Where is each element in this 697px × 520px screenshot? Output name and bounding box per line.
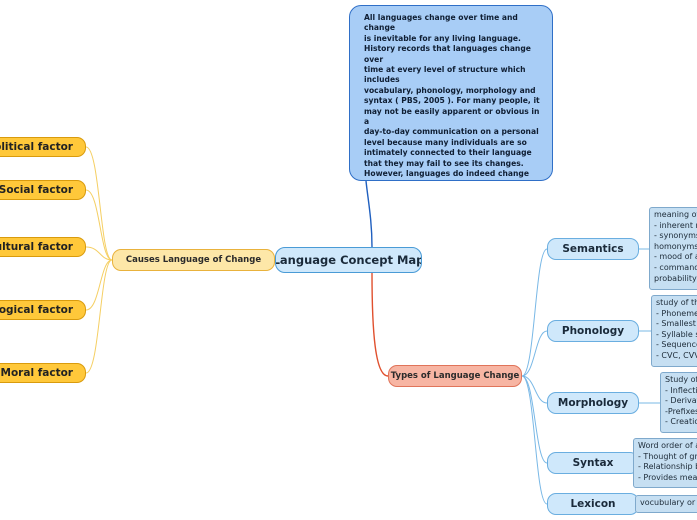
desc-line: - Derivati (665, 396, 697, 406)
central-topic[interactable]: Language Concept Map (275, 247, 422, 273)
summary-note[interactable]: All languages change over time and chang… (349, 5, 553, 181)
desc-line: - Inflectio (665, 385, 697, 395)
desc-line: - Provides mean (638, 472, 697, 482)
link-types-phonology (521, 330, 548, 377)
link-central-note (365, 180, 373, 248)
link-types-syntax (521, 375, 548, 464)
type-phonology[interactable]: Phonology (547, 320, 639, 342)
lexicon-description[interactable]: vocubulary or (635, 495, 697, 513)
desc-line: - Sequence (656, 340, 697, 350)
types-node[interactable]: Types of Language Change (388, 365, 522, 387)
desc-line: meaning of (654, 210, 697, 219)
desc-line: - command (654, 262, 697, 272)
link-cause-cultural (85, 246, 113, 261)
link-cause-ecological (85, 259, 113, 311)
semantics-description[interactable]: meaning of - inherent m - synonyms homon… (649, 207, 697, 290)
desc-line: - Smallest u (656, 319, 697, 329)
desc-line: - Phoneme (656, 308, 697, 318)
desc-line: - CVC, CVVC (656, 350, 697, 360)
syntax-description[interactable]: Word order of a - Thought of gra - Relat… (633, 438, 697, 488)
factor-ecological[interactable]: ological factor (0, 300, 86, 320)
desc-line: vocubulary or (640, 498, 696, 507)
desc-line: -Prefixes (665, 406, 697, 416)
desc-line: - Syllable st (656, 329, 697, 339)
type-morphology[interactable]: Morphology (547, 392, 639, 414)
link-types-morphology (521, 375, 548, 404)
desc-line: - synonyms (654, 231, 697, 241)
type-syntax[interactable]: Syntax (547, 452, 639, 474)
link-central-types (371, 272, 389, 377)
morphology-description[interactable]: Study of - Inflectio - Derivati -Prefixe… (660, 372, 697, 433)
desc-line: - Relationship be (638, 462, 697, 472)
link-cause-moral (85, 259, 113, 374)
phonology-description[interactable]: study of th - Phoneme - Smallest u - Syl… (651, 295, 697, 367)
causes-node[interactable]: Causes Language of Change (112, 249, 275, 271)
desc-line: probability (654, 273, 697, 283)
link-cause-social (85, 189, 113, 261)
desc-line: - Creation (665, 417, 697, 427)
desc-line: - inherent m (654, 220, 697, 230)
link-cause-political (85, 146, 113, 261)
factor-cultural[interactable]: Cultural factor (0, 237, 86, 257)
type-lexicon[interactable]: Lexicon (547, 493, 639, 515)
factor-moral[interactable]: Moral factor (0, 363, 86, 383)
type-semantics[interactable]: Semantics (547, 238, 639, 260)
factor-social[interactable]: Social factor (0, 180, 86, 200)
link-types-semantics (521, 248, 548, 377)
factor-political[interactable]: Political factor (0, 137, 86, 157)
desc-line: - Thought of gra (638, 451, 697, 461)
link-types-lexicon (521, 375, 548, 505)
desc-line: Word order of a (638, 441, 697, 450)
desc-line: study of th (656, 298, 697, 307)
desc-line: Study of (665, 375, 697, 384)
desc-line: - mood of a (654, 252, 697, 262)
desc-line: homonyms (654, 241, 697, 251)
